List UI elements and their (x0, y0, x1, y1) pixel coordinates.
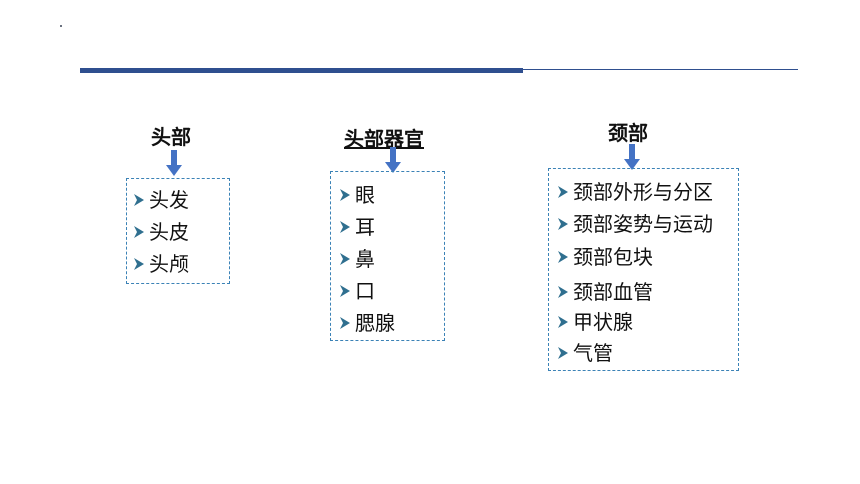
decorative-dot (60, 25, 62, 27)
triangle-bullet-icon (558, 218, 568, 230)
triangle-bullet-icon (134, 194, 144, 206)
down-arrow-icon (385, 147, 401, 173)
list-item-label: 头发 (149, 188, 189, 212)
list-item-label: 眼 (355, 183, 375, 207)
organ-list-box (330, 171, 445, 341)
list-item: 甲状腺 (557, 310, 633, 334)
list-item-label: 鼻 (355, 247, 375, 271)
triangle-bullet-icon (558, 286, 568, 298)
list-item: 颈部姿势与运动 (557, 212, 713, 236)
list-item-label: 口 (355, 279, 375, 303)
triangle-bullet-icon (134, 258, 144, 270)
list-item-label: 腮腺 (355, 311, 395, 335)
list-item-label: 头皮 (149, 220, 189, 244)
triangle-bullet-icon (340, 317, 350, 329)
list-item: 头发 (133, 188, 189, 212)
heading-head-organs: 头部器官 (344, 127, 424, 151)
list-item: 颈部血管 (557, 280, 653, 304)
triangle-bullet-icon (558, 186, 568, 198)
head-list-box (126, 178, 230, 284)
list-item-label: 颈部包块 (573, 245, 653, 269)
list-item-label: 颈部血管 (573, 280, 653, 304)
down-arrow-icon (166, 150, 182, 176)
triangle-bullet-icon (340, 253, 350, 265)
list-item: 耳 (339, 215, 375, 239)
down-arrow-icon (624, 144, 640, 170)
list-item: 头皮 (133, 220, 189, 244)
list-item-label: 气管 (573, 341, 613, 365)
title-rule-thin (523, 69, 798, 70)
list-item: 气管 (557, 341, 613, 365)
triangle-bullet-icon (340, 189, 350, 201)
heading-head: 头部 (151, 125, 191, 149)
triangle-bullet-icon (558, 251, 568, 263)
triangle-bullet-icon (558, 316, 568, 328)
list-item: 颈部包块 (557, 245, 653, 269)
list-item: 颈部外形与分区 (557, 180, 713, 204)
list-item: 鼻 (339, 247, 375, 271)
triangle-bullet-icon (340, 285, 350, 297)
list-item: 眼 (339, 183, 375, 207)
list-item-label: 耳 (355, 215, 375, 239)
list-item: 头颅 (133, 252, 189, 276)
neck-list-box (548, 168, 739, 371)
list-item: 口 (339, 279, 375, 303)
triangle-bullet-icon (340, 221, 350, 233)
list-item-label: 甲状腺 (573, 310, 633, 334)
list-item-label: 颈部姿势与运动 (573, 212, 713, 236)
heading-neck: 颈部 (608, 121, 648, 145)
triangle-bullet-icon (134, 226, 144, 238)
title-rule-thick (80, 68, 523, 73)
list-item-label: 颈部外形与分区 (573, 180, 713, 204)
list-item: 腮腺 (339, 311, 395, 335)
list-item-label: 头颅 (149, 252, 189, 276)
triangle-bullet-icon (558, 347, 568, 359)
